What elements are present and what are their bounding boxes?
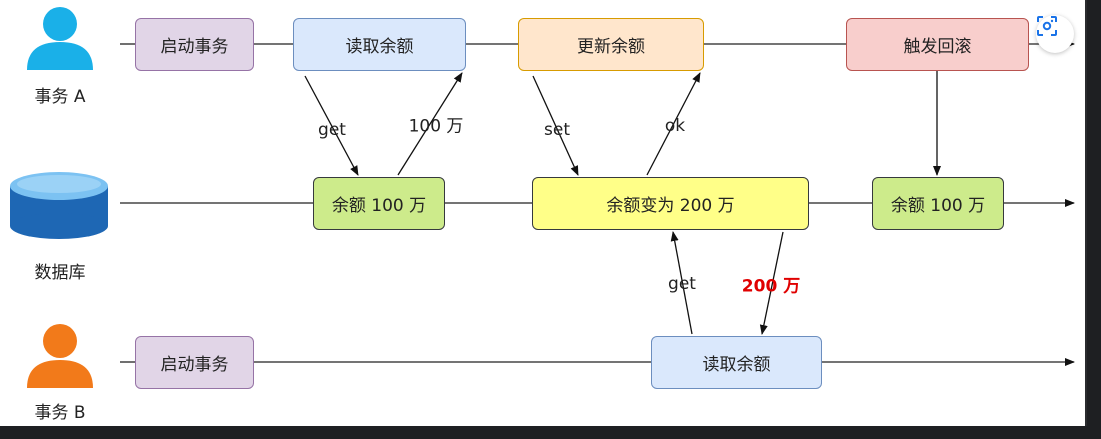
a-start-box: 启动事务 [135, 18, 254, 71]
lens-glyph [1037, 16, 1057, 36]
actor-a-label: 事务 A [34, 87, 86, 107]
person-icon [27, 324, 93, 388]
edge-label-get-2: get [668, 274, 696, 294]
arrow-get-1 [304, 75, 359, 176]
edge-label-set: set [544, 120, 570, 140]
arrow-100w [397, 72, 463, 176]
a-update-box: 更新余额 [518, 18, 704, 71]
edge-label-ok: ok [664, 116, 686, 136]
database-label: 数据库 [34, 263, 86, 283]
diagram-canvas: 事务 A 数据库 事务 B 启动事务 读取余额 更新余额 触发回滚 余额 100… [0, 0, 1087, 426]
db-balance-box-2: 余额 100 万 [872, 177, 1004, 230]
connectors-layer [10, 7, 1075, 388]
arrow-ok [646, 72, 701, 176]
a-rollback-box: 触发回滚 [846, 18, 1029, 71]
db-changed-box: 余额变为 200 万 [532, 177, 809, 230]
edge-label-200w: 200 万 [741, 276, 801, 297]
lens-icon[interactable] [1036, 15, 1074, 53]
db-balance-box-1: 余额 100 万 [313, 177, 445, 230]
arrow-200w [759, 231, 784, 335]
edge-label-get-1: get [318, 120, 346, 140]
arrow-get-2 [670, 231, 693, 335]
b-start-box: 启动事务 [135, 336, 254, 389]
person-icon [27, 7, 93, 70]
a-read-box: 读取余额 [293, 18, 466, 71]
b-read-box: 读取余额 [651, 336, 822, 389]
database-icon [10, 172, 108, 239]
actor-b-label: 事务 B [34, 403, 86, 423]
arrow-set [532, 75, 579, 176]
edge-label-100w: 100 万 [408, 116, 464, 137]
